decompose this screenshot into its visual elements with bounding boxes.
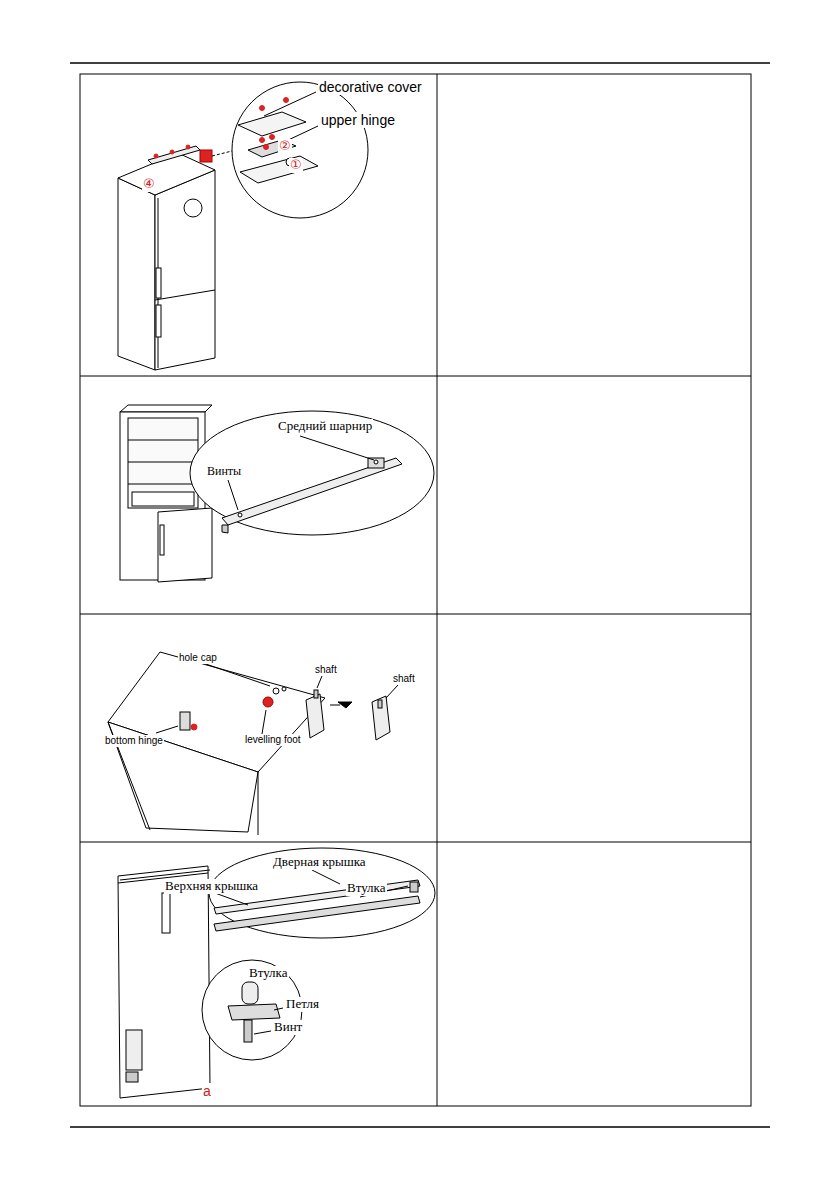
callout-label: Дверная крышка xyxy=(272,855,367,870)
fridge-middle-hinge-illustration xyxy=(120,405,434,582)
callout-label: hole cap xyxy=(178,652,218,664)
callout-label: Втулка xyxy=(248,966,289,981)
callout-label: shaft xyxy=(314,664,338,676)
callout-label: Винт xyxy=(273,1020,303,1035)
callout-label: bottom hinge xyxy=(104,735,164,747)
callout-letter: a xyxy=(202,1083,212,1099)
callout-label: Петля xyxy=(285,997,320,1012)
callout-number: ④ xyxy=(142,177,156,192)
callout-number: ① xyxy=(289,158,303,173)
callout-label: shaft xyxy=(392,673,416,685)
callout-label: Втулка xyxy=(346,881,387,896)
callout-label: Средний шарнир xyxy=(277,419,373,434)
callout-label: decorative cover xyxy=(318,79,423,95)
callout-label: Винты xyxy=(206,465,242,479)
page-frame xyxy=(70,63,770,1127)
callout-label: Верхняя крышка xyxy=(164,879,259,894)
callout-number: ② xyxy=(278,139,292,154)
callout-label: upper hinge xyxy=(320,112,396,128)
door-parts-illustration xyxy=(118,848,435,1098)
callout-label: levelling foot xyxy=(244,734,302,746)
